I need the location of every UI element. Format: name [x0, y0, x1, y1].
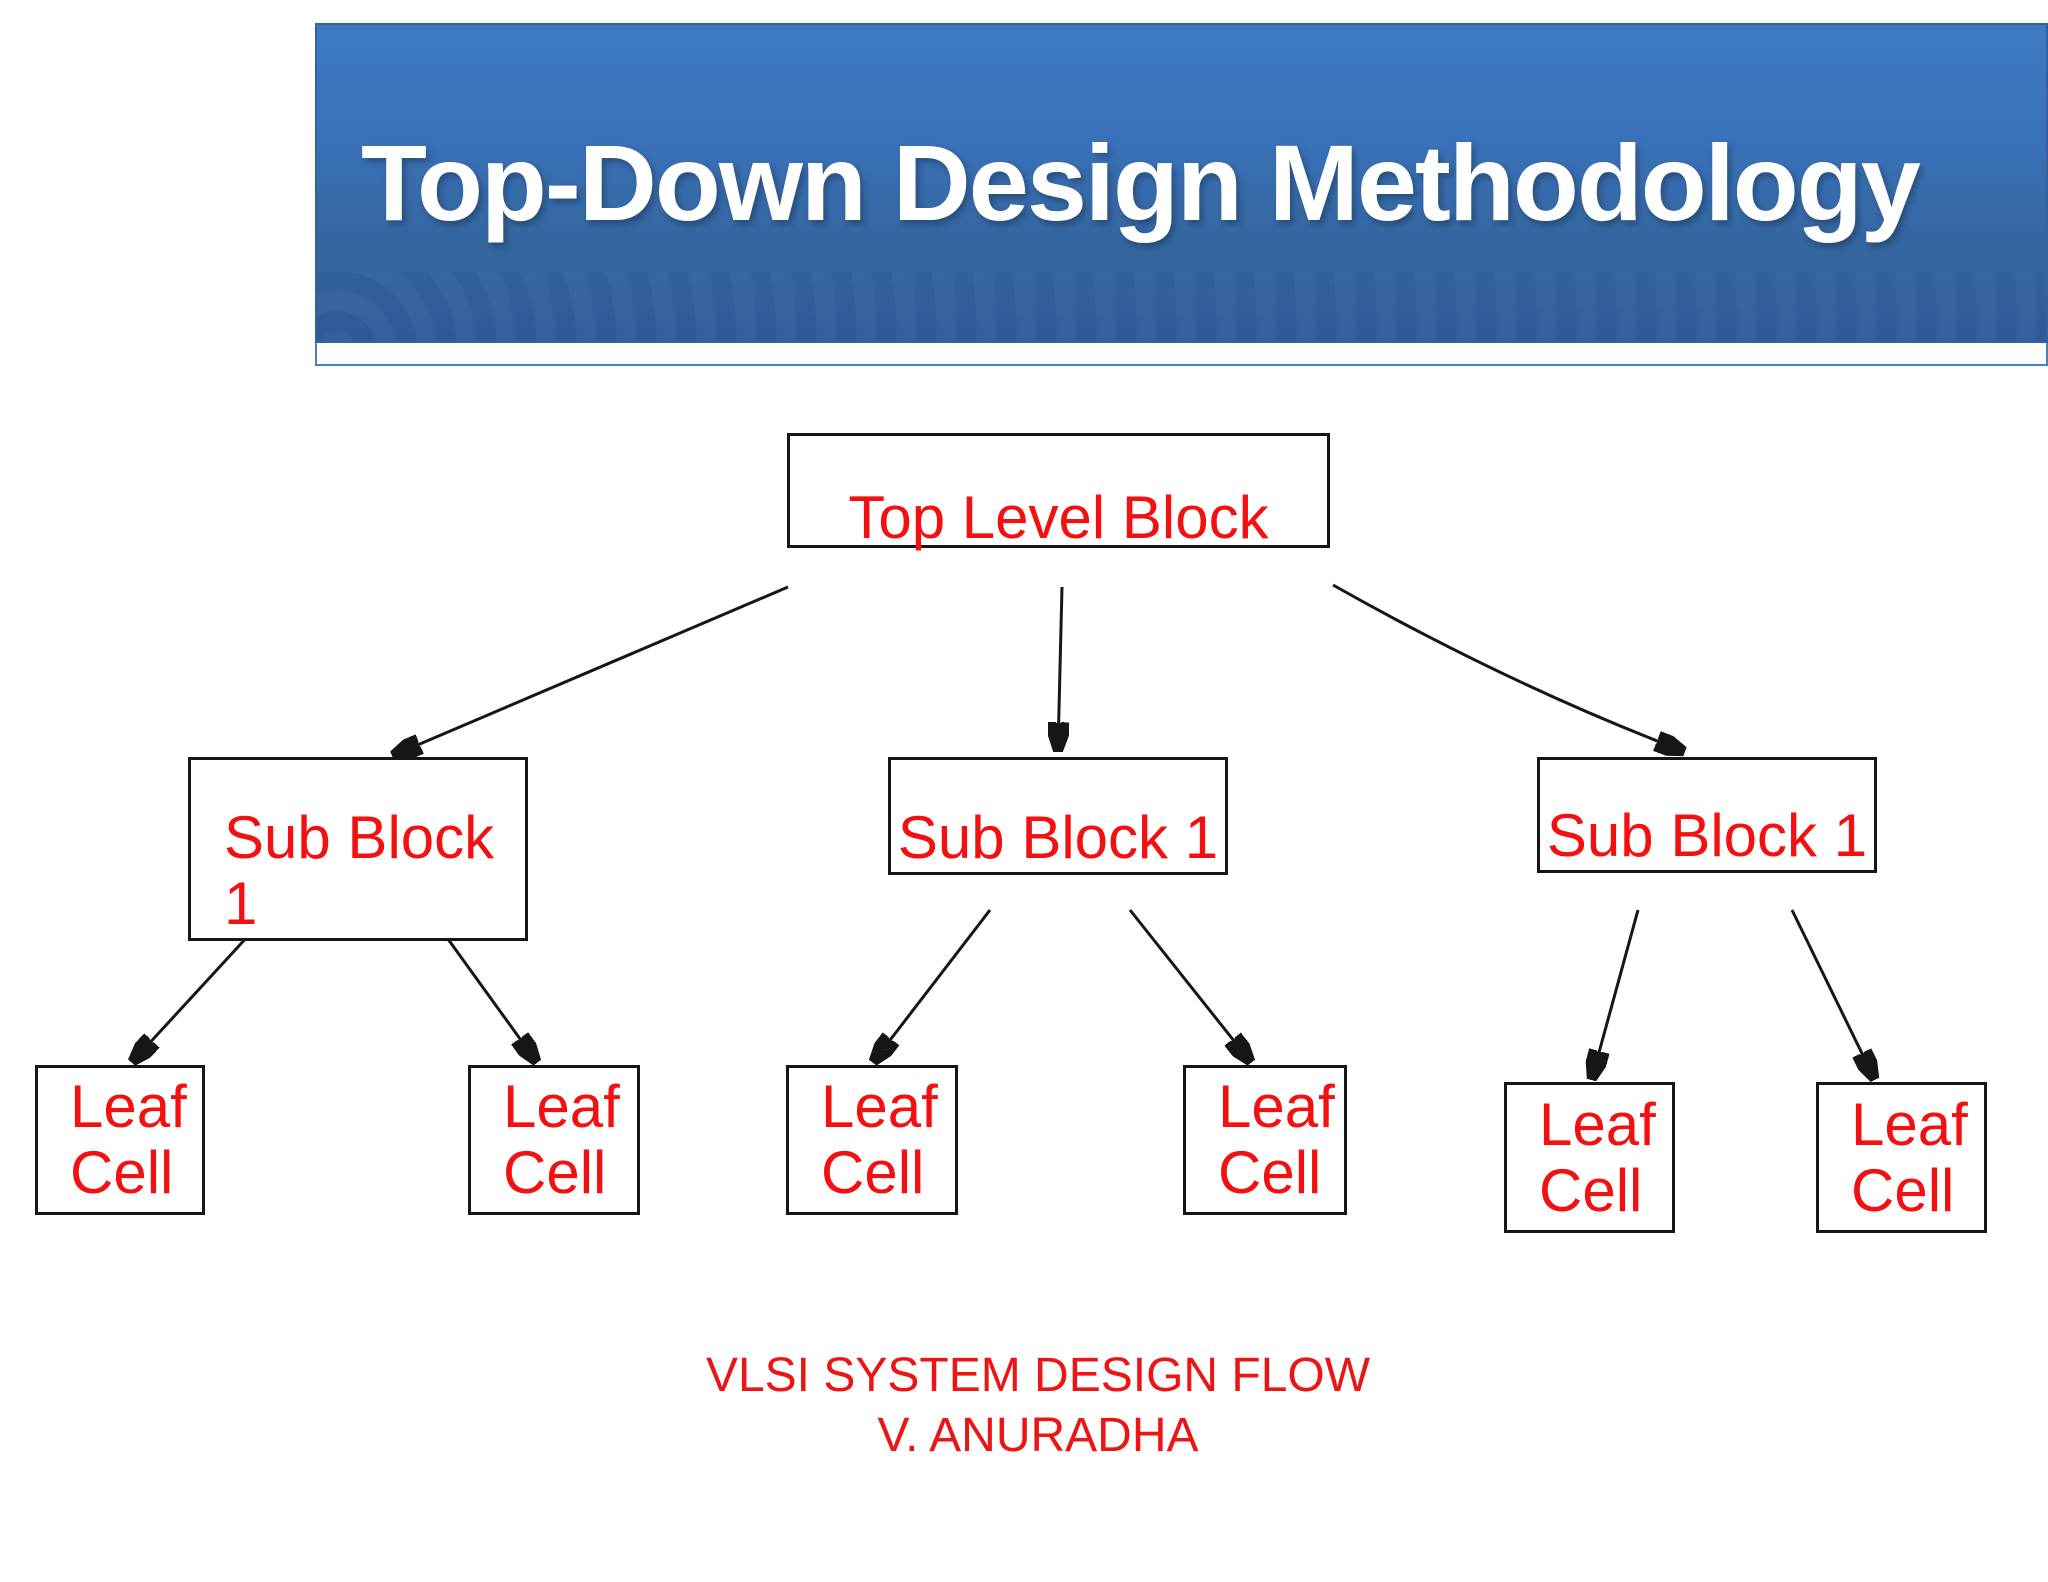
top-level-block: Top Level Block	[787, 433, 1330, 551]
connector-submid-to-leaf3	[874, 909, 992, 1061]
title-banner: Top-Down Design Methodology	[315, 23, 2048, 343]
slide-title: Top-Down Design Methodology	[361, 122, 1921, 243]
connector-subright-to-leaf6	[1790, 909, 1874, 1078]
connector-top-to-sub-left	[394, 585, 789, 755]
footer-line-1: VLSI SYSTEM DESIGN FLOW	[705, 1349, 1371, 1402]
sub-block-right: Sub Block 1	[1537, 757, 1877, 873]
connector-top-to-sub-right	[1332, 583, 1683, 751]
footer-line-2: V. ANURADHA	[877, 1409, 1199, 1462]
connector-submid-to-leaf4	[1128, 909, 1250, 1061]
banner-underline	[315, 343, 2048, 366]
sub-block-right-label: Sub Block 1	[1546, 802, 1868, 869]
banner-wave-texture	[317, 271, 2046, 341]
sub-block-middle: Sub Block 1	[888, 757, 1228, 875]
footer: VLSI SYSTEM DESIGN FLOW V. ANURADHA	[438, 1346, 1638, 1466]
connector-top-to-sub-mid	[1058, 586, 1062, 750]
top-level-block-label: Top Level Block	[848, 484, 1269, 551]
sub-block-middle-label: Sub Block 1	[897, 804, 1219, 871]
connector-subright-to-leaf5	[1592, 909, 1640, 1078]
